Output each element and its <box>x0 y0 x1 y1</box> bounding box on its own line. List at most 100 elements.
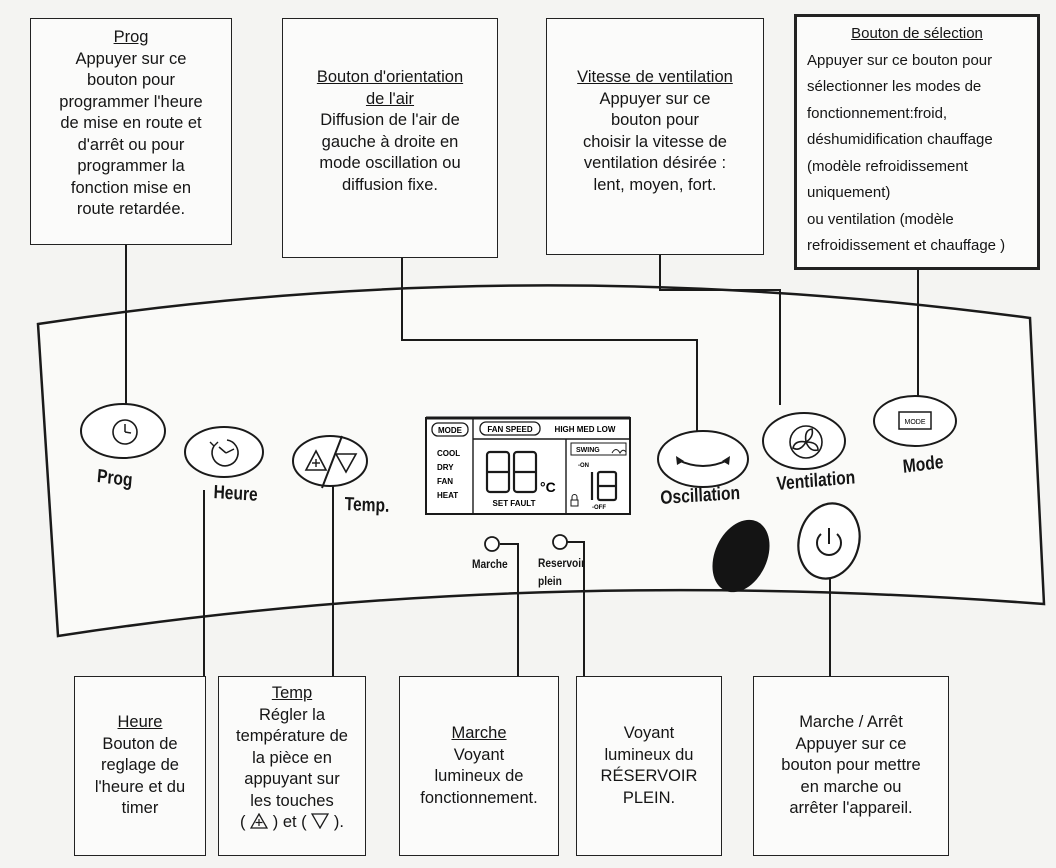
lcd-mode-cool: COOL <box>437 449 460 458</box>
temp-down-button[interactable] <box>334 453 358 474</box>
lcd-fan-speed-badge: FAN SPEED <box>487 425 533 434</box>
orientation-line-1: Diffusion de l'air de <box>320 111 460 129</box>
selection-line-1: Appuyer sur ce bouton pour <box>807 51 993 69</box>
reservoir-line-2: lumineux du <box>604 745 694 764</box>
ventilation-button[interactable] <box>762 412 846 470</box>
selection-line-6: uniquement) <box>807 184 891 201</box>
reservoir-led-label-1: Reservoir <box>538 556 586 570</box>
heure-line-3: l'heure et du <box>94 777 186 796</box>
lock-icon <box>570 494 579 507</box>
heure-label: Heure <box>213 482 259 506</box>
lcd-mode-dry: DRY <box>437 463 454 472</box>
reservoir-callout: Voyant lumineux du RÉSERVOIR PLEIN. <box>576 676 722 856</box>
ventilation-line-4: ventilation désirée : <box>583 154 727 172</box>
prog-line-8: route retardée. <box>76 200 186 218</box>
marche-line-2: lumineux de <box>434 767 524 785</box>
prog-line-7: fonction mise en <box>70 178 192 197</box>
reservoir-line-4: PLEIN. <box>622 788 676 807</box>
swing-icon <box>611 449 627 454</box>
mode-button-text: MODE <box>905 419 926 426</box>
lcd-on-label: -ON <box>578 463 589 469</box>
mode-icon <box>898 411 932 430</box>
leader-marche <box>500 543 519 676</box>
orientation-line-2: gauche à droite en <box>321 132 459 151</box>
oscillation-button[interactable] <box>657 430 749 488</box>
leader-orientation <box>401 258 698 445</box>
ventilation-callout: Vitesse de ventilation Appuyer sur ce bo… <box>546 18 764 255</box>
temp-callout: Temp Régler la température de la pièce e… <box>218 676 366 856</box>
clock-icon <box>112 419 138 445</box>
temp-line-5: les touches <box>250 791 334 810</box>
selection-callout-title: Bouton de sélection <box>851 25 983 42</box>
leader-reservoir <box>567 541 585 676</box>
leader-ventilation <box>659 255 781 405</box>
ir-sensor <box>712 519 770 593</box>
reservoir-led-label-2: plein <box>538 574 562 588</box>
fan-icon <box>789 425 823 459</box>
lcd-temperature-unit: °C <box>540 479 556 495</box>
prog-button[interactable] <box>80 403 166 459</box>
ventilation-line-5: lent, moyen, fort. <box>593 175 717 194</box>
marche-callout: Marche Voyant lumineux de fonctionnement… <box>399 676 559 856</box>
temp-keys-line: ( ) et ( ). <box>240 812 344 831</box>
power-button[interactable] <box>790 497 868 586</box>
lcd-display <box>425 416 631 515</box>
power-line-4: en marche ou <box>800 777 902 796</box>
reservoir-led <box>552 534 568 550</box>
marche-line-1: Voyant <box>453 745 505 764</box>
lcd-speed-levels: HIGH MED LOW <box>555 425 616 434</box>
power-icon <box>816 528 842 556</box>
prog-label: Prog <box>96 466 134 492</box>
lcd-off-label: -OFF <box>592 505 606 511</box>
prog-callout: Prog Appuyer sur ce bouton pour programm… <box>30 18 232 245</box>
prog-line-4: de mise en route et <box>60 114 202 132</box>
selection-line-5: (modèle refroidissement <box>807 157 968 175</box>
selection-line-4: déshumidification chauffage <box>807 131 993 148</box>
ventilation-line-1: Appuyer sur ce <box>599 89 711 108</box>
heure-button[interactable] <box>184 426 264 478</box>
ventilation-callout-title: Vitesse de ventilation <box>577 68 733 86</box>
orientation-title-2: de l'air <box>365 89 415 108</box>
prog-line-3: programmer l'heure <box>59 92 203 111</box>
prog-line-5: d'arrêt ou pour <box>77 135 185 154</box>
temp-up-key-icon <box>250 812 269 829</box>
ventilation-line-2: bouton pour <box>610 111 700 129</box>
heure-callout: Heure Bouton de reglage de l'heure et du… <box>74 676 206 856</box>
selection-callout: Bouton de sélection Appuyer sur ce bouto… <box>794 14 1040 270</box>
mode-button[interactable] <box>873 395 957 447</box>
heure-line-1: Bouton de <box>102 734 178 753</box>
prog-line-1: Appuyer sur ce <box>75 49 187 68</box>
temp-line-3: la pièce en <box>252 748 332 767</box>
orientation-callout: Bouton d'orientation de l'air Diffusion … <box>282 18 498 258</box>
temp-keys-and: et <box>282 813 297 831</box>
lcd-temperature-digits: 88 <box>486 446 538 494</box>
selection-line-7: ou ventilation (modèle <box>807 210 954 228</box>
prog-line-2: bouton pour <box>86 71 176 89</box>
oscillation-arrow-icon <box>676 456 730 467</box>
heure-callout-title: Heure <box>117 713 163 732</box>
orientation-line-3: mode oscillation ou <box>319 154 461 172</box>
selection-line-2: sélectionner les modes de <box>807 78 982 95</box>
lcd-mode-fan: FAN <box>437 477 453 486</box>
heure-line-2: reglage de <box>101 756 179 775</box>
lcd-mode-heat: HEAT <box>437 491 458 500</box>
temp-label: Temp. <box>344 494 390 517</box>
marche-led <box>484 536 500 552</box>
ventilation-line-3: choisir la vitesse de <box>583 132 727 151</box>
power-line-2: Appuyer sur ce <box>795 734 907 753</box>
temp-up-button[interactable] <box>304 449 328 471</box>
prog-line-6: programmer la <box>77 157 185 175</box>
temp-line-4: appuyant sur <box>244 770 340 788</box>
reservoir-line-3: RÉSERVOIR <box>600 767 698 785</box>
lcd-set-fault: SET FAULT <box>493 499 536 508</box>
power-callout: Marche / Arrêt Appuyer sur ce bouton pou… <box>753 676 949 856</box>
marche-callout-title: Marche <box>451 724 507 742</box>
heure-line-4: timer <box>121 799 159 818</box>
temp-callout-title: Temp <box>271 684 313 702</box>
power-line-5: arrêter l'appareil. <box>789 799 913 818</box>
temperature-digits-frame <box>485 450 538 494</box>
temp-down-key-icon <box>311 813 330 830</box>
power-line-3: bouton pour mettre <box>781 756 921 775</box>
power-line-1: Marche / Arrêt <box>799 713 903 732</box>
